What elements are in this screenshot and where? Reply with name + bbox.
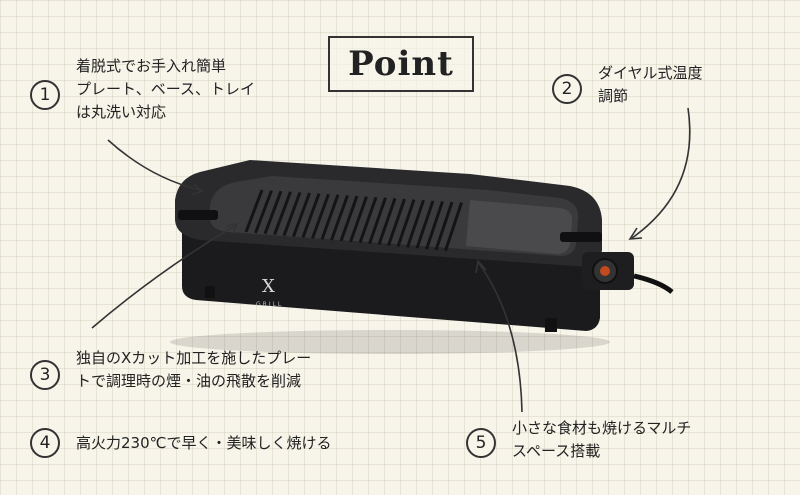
svg-text:GRILL: GRILL xyxy=(256,301,283,308)
point-3-line: トで調理時の煙・油の飛散を削減 xyxy=(76,372,302,390)
point-3-text: 独自のXカット加工を施したプレー トで調理時の煙・油の飛散を削減 xyxy=(76,347,311,393)
point-1-line: 着脱式でお手入れ簡単 xyxy=(76,57,227,75)
point-4-text: 高火力230℃で早く・美味しく焼ける xyxy=(76,432,331,455)
point-5-badge: 5 xyxy=(466,428,496,458)
point-1-line: は丸洗い対応 xyxy=(76,103,167,121)
point-2-badge: 2 xyxy=(552,74,582,104)
point-title: Point xyxy=(328,36,474,92)
point-2-line: ダイヤル式温度 xyxy=(598,64,703,82)
point-1-text: 着脱式でお手入れ簡単 プレート、ベース、トレイ は丸洗い対応 xyxy=(76,55,255,124)
point-5-text: 小さな食材も焼けるマルチ スペース搭載 xyxy=(512,417,691,463)
point-1-badge: 1 xyxy=(30,80,60,110)
point-2-text: ダイヤル式温度 調節 xyxy=(598,62,703,108)
point-3-line: 独自のXカット加工を施したプレー xyxy=(76,349,312,367)
arrow-point5 xyxy=(477,261,523,413)
arrow-point2 xyxy=(631,107,691,239)
point-4-line: 高火力230℃で早く・美味しく焼ける xyxy=(76,434,332,452)
point-3-badge: 3 xyxy=(30,360,60,390)
point-5-line: 小さな食材も焼けるマルチ xyxy=(512,419,692,437)
point-4-badge: 4 xyxy=(30,428,60,458)
arrow-point1 xyxy=(107,139,201,191)
point-5-line: スペース搭載 xyxy=(512,442,601,460)
point-1-line: プレート、ベース、トレイ xyxy=(76,80,255,98)
product-logo: X xyxy=(262,276,275,297)
point-2-line: 調節 xyxy=(598,87,629,105)
arrow-point3 xyxy=(91,224,237,329)
